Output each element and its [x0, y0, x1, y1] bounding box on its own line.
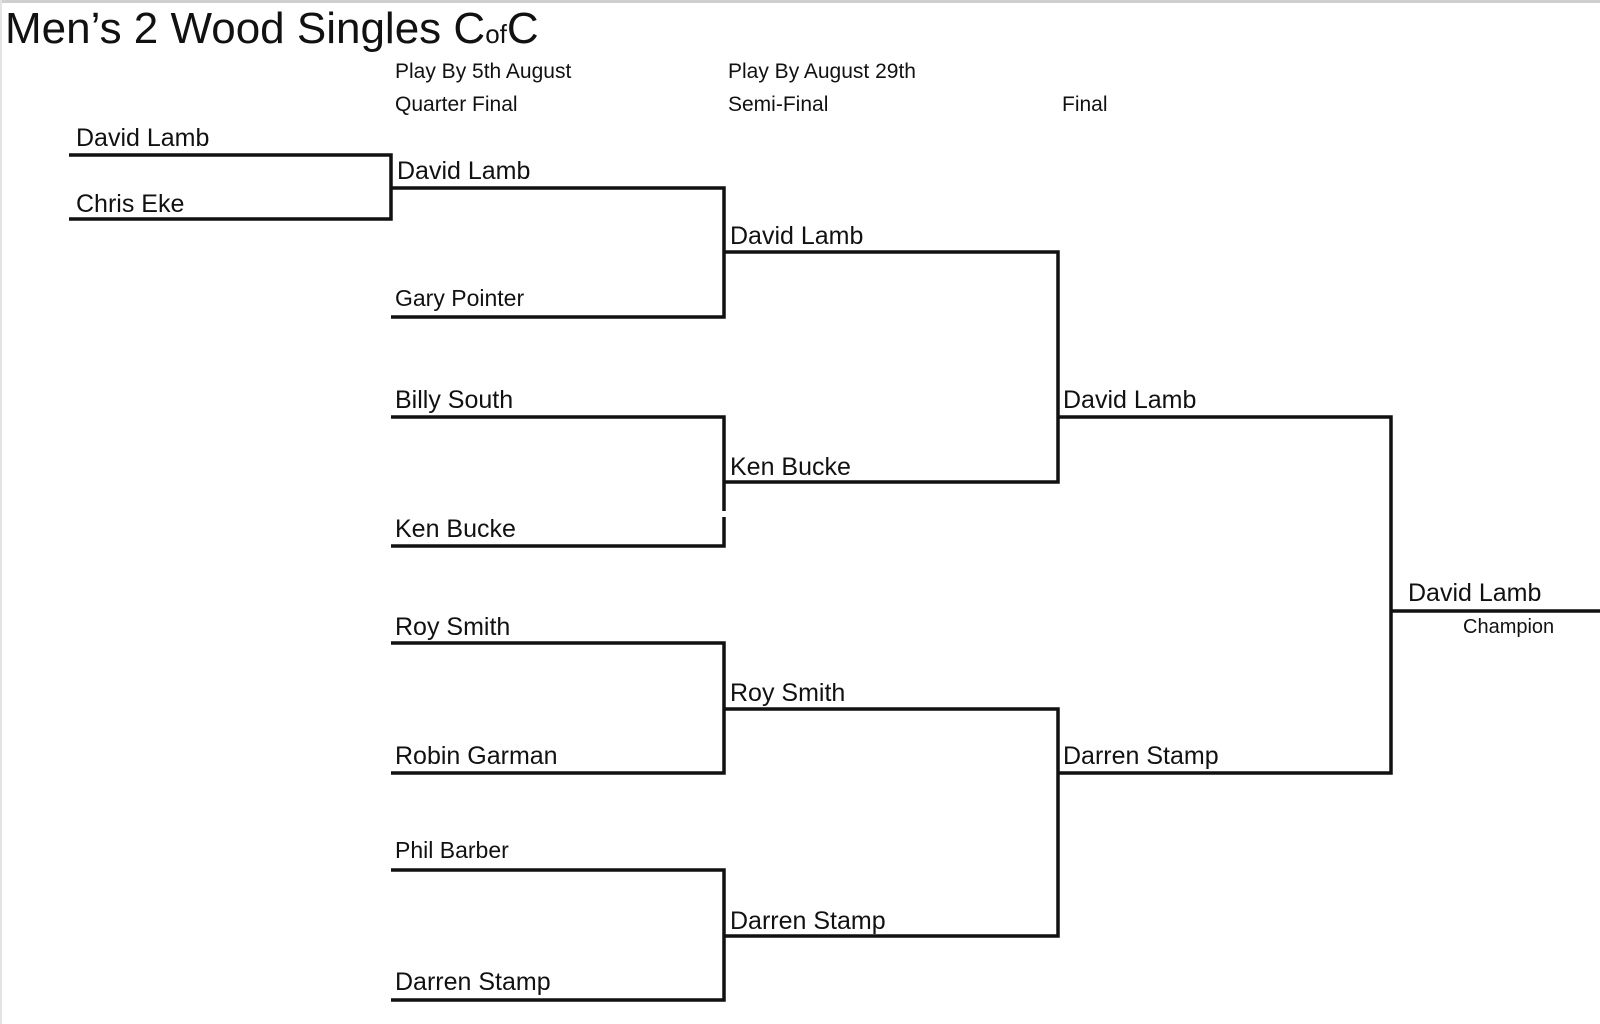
- sf-player-2: Ken Bucke: [730, 453, 851, 481]
- qf-player-2: Gary Pointer: [395, 285, 525, 311]
- qf-player-1: David Lamb: [397, 157, 531, 185]
- champion-name: David Lamb: [1408, 579, 1542, 607]
- title-suffix: C: [506, 4, 539, 53]
- champion-label: Champion: [1463, 616, 1555, 638]
- qf-date-header: Play By 5th August: [395, 60, 572, 83]
- final-connector: [1058, 415, 1393, 775]
- prelim-player-2: Chris Eke: [76, 190, 185, 218]
- qf-round-header: Quarter Final: [395, 93, 518, 116]
- sf-round-header: Semi-Final: [728, 93, 829, 116]
- qf-player-6: Robin Garman: [395, 742, 558, 770]
- sf-date-header: Play By August 29th: [728, 60, 916, 83]
- final-round-header: Final: [1062, 93, 1108, 116]
- top-border: [0, 0, 1600, 3]
- qf-connector-2: [391, 415, 726, 511]
- prelim-player-1: David Lamb: [76, 124, 210, 152]
- title-text: Men’s 2 Wood Singles C: [5, 4, 486, 53]
- sf-connector-1: [724, 250, 1060, 484]
- title-of: of: [485, 19, 507, 49]
- qf-connector-2b: [391, 517, 726, 548]
- sf-player-4: Darren Stamp: [730, 907, 886, 935]
- qf-player-4: Ken Bucke: [395, 515, 516, 543]
- page-title: Men’s 2 Wood Singles CofC: [5, 4, 539, 59]
- sf-connector-2: [724, 707, 1060, 938]
- left-border: [0, 0, 2, 1024]
- final-player-1: David Lamb: [1063, 386, 1197, 414]
- final-player-2: Darren Stamp: [1063, 742, 1219, 770]
- qf-player-7: Phil Barber: [395, 837, 509, 863]
- qf-player-5: Roy Smith: [395, 613, 511, 641]
- sf-player-1: David Lamb: [730, 222, 864, 250]
- qf-player-8: Darren Stamp: [395, 968, 551, 996]
- sf-player-3: Roy Smith: [730, 679, 846, 707]
- qf-player-3: Billy South: [395, 386, 514, 414]
